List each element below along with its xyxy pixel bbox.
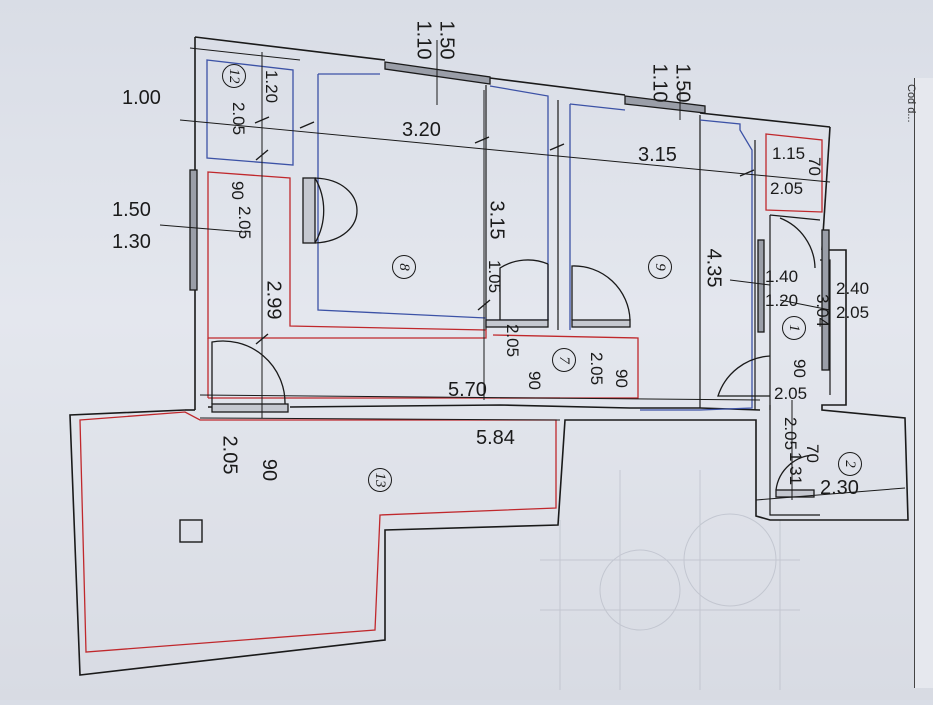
windows <box>189 61 830 371</box>
dim-room1-window-width: 1.40 <box>765 267 799 286</box>
dim-room2-length: 1.31 <box>786 451 806 486</box>
dim-room7-door-height-a: 2.05 <box>503 323 523 358</box>
dim-top-window-1-width: 1.50 <box>435 20 458 60</box>
dim-side-window-width: 1.50 <box>112 199 151 221</box>
room-label-13: 13 <box>368 468 392 492</box>
dim-room9-length: 4.35 <box>702 248 725 288</box>
dim-terrace-door-height: 2.05 <box>218 435 241 475</box>
dim-top-window-1-sill: 1.10 <box>412 20 435 60</box>
dim-side-window-sill: 1.30 <box>112 231 151 253</box>
adjacent-sheet-text: Cod d... <box>905 84 917 123</box>
dim-room7-door-height-b: 2.05 <box>587 351 607 386</box>
dim-room7-door-width-a: 90 <box>524 371 544 390</box>
dim-hall-length: 2.99 <box>262 280 285 320</box>
dim-small-room-door-height: 2.05 <box>770 179 804 198</box>
room-label-2: 2 <box>838 452 862 476</box>
ghost-underlay <box>540 470 800 690</box>
dim-hall-door-height: 2.05 <box>235 205 255 240</box>
dim-room2-width: 2.30 <box>820 477 859 499</box>
dim-room1-window-sill: 1.20 <box>765 291 799 310</box>
dim-room9-width: 3.15 <box>638 144 677 166</box>
dim-room8-length: 3.15 <box>485 200 508 240</box>
dim-terrace-width: 5.84 <box>476 427 515 449</box>
dim-bath-door-height: 2.05 <box>229 101 249 136</box>
dim-room8-door-width: 1.05 <box>485 259 505 294</box>
dim-small-room-width: 1.15 <box>772 144 806 163</box>
dim-room7-door-width-b: 90 <box>611 369 631 388</box>
red-room-outlines <box>79 133 823 653</box>
dim-room1-door-width: 90 <box>789 359 809 378</box>
dim-room1-length: 3.04 <box>813 293 833 328</box>
room-label-12: 12 <box>222 64 246 88</box>
room-label-8: 8 <box>392 255 416 279</box>
dim-bath-door-width: 1.20 <box>262 69 282 104</box>
dim-room2-door-height: 2.05 <box>781 416 801 451</box>
dim-room7-width: 5.70 <box>448 379 487 401</box>
adjacent-sheet-edge: Cod d... <box>905 78 933 688</box>
blue-room-outlines <box>206 59 753 411</box>
room-label-9: 9 <box>648 255 672 279</box>
dimension-lines <box>159 40 906 501</box>
terrace-marker <box>179 519 203 543</box>
doors <box>211 177 821 498</box>
room-label-1: 1 <box>782 316 806 340</box>
room-label-7: 7 <box>552 348 576 372</box>
dim-room1-right-window-width: 2.40 <box>836 279 870 298</box>
dim-top-window-2-sill: 1.10 <box>648 63 671 103</box>
outer-walls <box>69 36 909 676</box>
dim-terrace-door-width: 90 <box>258 458 281 482</box>
dim-top-window-2-width: 1.50 <box>671 63 694 103</box>
dim-wall-offset: 1.00 <box>122 87 161 109</box>
dim-room2-door-width: 70 <box>802 444 822 463</box>
dim-small-room-door-width: 70 <box>804 157 824 176</box>
dim-room1-door-height: 2.05 <box>774 384 808 403</box>
dim-room8-width: 3.20 <box>402 119 441 141</box>
dim-hall-door-width: 90 <box>227 181 247 200</box>
dim-room1-right-door-height: 2.05 <box>836 303 870 322</box>
